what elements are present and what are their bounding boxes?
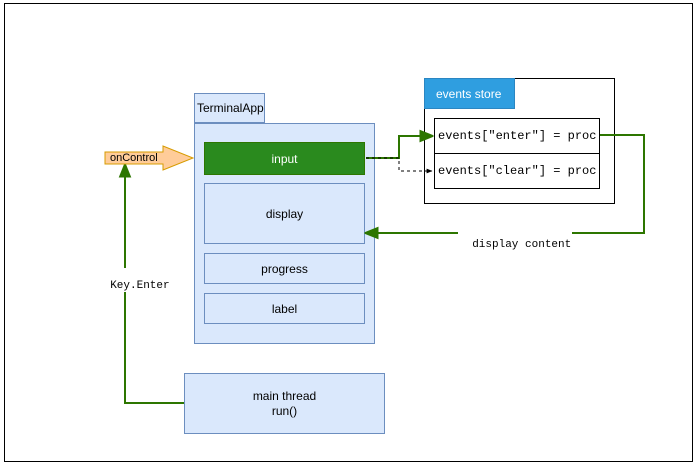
progress-widget[interactable]: progress [204,253,365,284]
events-store-title: events store [424,78,515,109]
oncontrol-callout-icon [104,145,195,171]
progress-widget-label: progress [261,261,308,276]
display-widget-label: display [265,206,304,221]
label-widget[interactable]: label [204,293,365,324]
events-store-title-text: events store [436,86,502,101]
main-thread-to-oncontrol-edge [125,165,184,404]
enter-to-display-edge [366,134,645,233]
input-widget[interactable]: input [204,142,365,175]
oncontrol-label-text: onControl [110,152,158,164]
input-widget-label: input [271,151,298,166]
event-entry-enter-text: events["enter"] = proc [438,129,597,143]
terminal-app-title-text: TerminalApp [197,101,264,115]
key-enter-text: Key.Enter [110,280,170,292]
oncontrol-label: onControl [110,150,162,166]
event-entry-clear-text: events["clear"] = proc [438,164,597,178]
label-widget-label: label [271,301,298,316]
key-enter-edge-label: Key.Enter [96,268,171,292]
input-to-clear-edge [366,157,433,174]
input-to-enter-edge [366,136,432,159]
event-entry-enter[interactable]: events["enter"] = proc [434,118,600,154]
display-widget[interactable]: display [204,183,365,244]
display-content-text: display content [472,239,572,251]
main-thread-label: main thread [252,388,317,403]
display-content-edge-label: display content [458,227,573,251]
event-entry-clear[interactable]: events["clear"] = proc [434,153,600,189]
main-thread-run: run() [271,403,298,418]
terminal-app-title: TerminalApp [194,93,265,123]
main-thread-box[interactable]: main thread run() [184,373,385,434]
